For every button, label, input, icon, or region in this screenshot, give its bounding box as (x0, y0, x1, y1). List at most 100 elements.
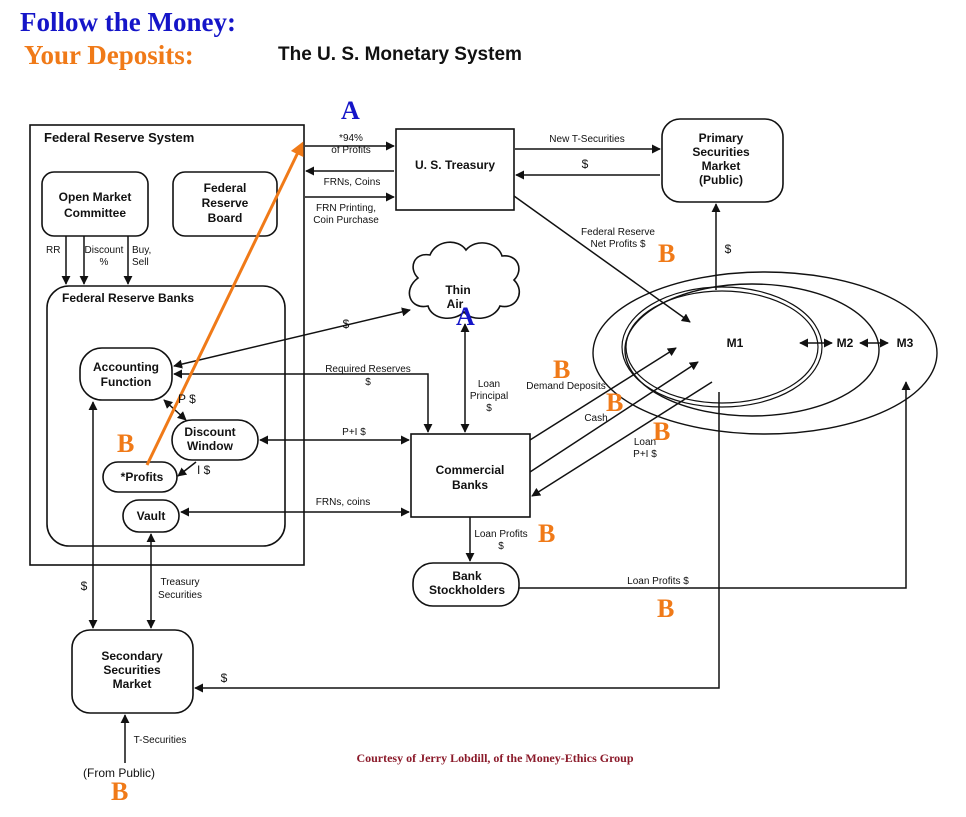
primary-market-label-4: (Public) (699, 173, 743, 187)
accounting-label-2: Function (101, 375, 152, 389)
m1-ellipse (621, 286, 823, 408)
treasury-securities-label-2: Securities (158, 590, 202, 601)
profits-highlight-arrow (145, 141, 304, 466)
primary-market-label-2: Securities (692, 145, 750, 159)
frns-coins-vault-label: FRNs, coins (316, 497, 370, 508)
m1-primary-dollar-label: $ (725, 242, 732, 256)
cash-arrow (529, 361, 699, 473)
required-reserves-arrow (173, 369, 433, 433)
fomc-label-1: Open Market (59, 190, 132, 204)
loan-principal-label-3: $ (486, 403, 492, 414)
profits-label: *Profits (121, 470, 164, 484)
vault-box (122, 499, 180, 533)
primary-market-label-3: Market (702, 159, 741, 173)
marker-b-profits: B (117, 429, 134, 458)
pct94-label-1: *94% (339, 133, 363, 144)
fed-board-label-3: Board (208, 211, 243, 225)
m1-label: M1 (727, 336, 744, 350)
p-i-label: P+I $ (342, 427, 366, 438)
accounting-label-1: Accounting (93, 360, 159, 374)
marker-b-demand-deposits: B (553, 355, 570, 384)
chart-title: The U. S. Monetary System (278, 44, 522, 65)
primary-market-label-1: Primary (699, 131, 744, 145)
bank-stockholders-label-1: Bank (452, 569, 482, 583)
secondary-market-label-3: Market (113, 677, 152, 691)
fed-board-label-2: Reserve (202, 196, 249, 210)
accounting-secondary-dollar: $ (81, 579, 88, 593)
profits-box (102, 461, 178, 493)
secondary-market-box (71, 629, 194, 714)
t-securities-label: T-Securities (134, 735, 187, 746)
new-tsec-label: New T-Securities (549, 134, 624, 145)
buy-sell-label-1: Buy, (132, 245, 151, 256)
pct94-label-2: of Profits (331, 145, 370, 156)
fed-system-label: Federal Reserve System (44, 130, 194, 145)
fed-banks-box (46, 285, 286, 547)
discount-window-label-1: Discount (184, 425, 235, 439)
credit-line: Courtesy of Jerry Lobdill, of the Money-… (356, 751, 633, 765)
fed-banks-label: Federal Reserve Banks (62, 291, 194, 305)
i-dollar-label: I $ (197, 463, 211, 477)
fed-net-profits-label-2: Net Profits $ (590, 239, 645, 250)
rr-label: RR (46, 245, 60, 256)
accounting-box (79, 347, 173, 401)
loan-profits-m3-arrow (519, 381, 911, 589)
marker-b-cash: B (606, 388, 623, 417)
primary-market-box (661, 118, 784, 203)
p-dollar-label: P $ (178, 392, 196, 406)
marker-b-stockholders: B (657, 594, 674, 623)
loan-principal-label-1: Loan (478, 379, 500, 390)
i-dollar-arrow (177, 461, 197, 477)
demand-deposits-label: Demand Deposits (526, 381, 605, 392)
required-reserves-dollar: $ (365, 377, 371, 388)
fed-net-profits-label-1: Federal Reserve (581, 227, 655, 238)
header-line2: Your Deposits: (24, 40, 194, 70)
header-line1: Follow the Money: (20, 7, 236, 37)
treasury-box (395, 128, 515, 211)
secondary-market-label-2: Securities (103, 663, 161, 677)
treasury-securities-label-1: Treasury (160, 577, 199, 588)
loan-profits-label: Loan Profits (474, 529, 527, 540)
frn-printing-label-2: Coin Purchase (313, 215, 379, 226)
marker-b-loan: B (653, 417, 670, 446)
m3-ellipse (592, 271, 938, 435)
m2-label: M2 (837, 336, 854, 350)
secondary-dollar-label: $ (221, 671, 228, 685)
loan-profits-m3-label: Loan Profits $ (627, 576, 689, 587)
secondary-market-label-1: Secondary (101, 649, 163, 663)
marker-a-thin-air: A (456, 302, 475, 331)
required-reserves-label: Required Reserves (325, 364, 411, 375)
loan-pi-arrow (531, 381, 713, 497)
commercial-banks-label-1: Commercial (436, 463, 505, 477)
primary-dollar-label: $ (582, 157, 589, 171)
m2-ellipse (624, 283, 880, 417)
loan-pi-label-2: P+I $ (633, 449, 657, 460)
thin-air-label-1: Thin (445, 283, 470, 297)
bank-stockholders-box (412, 562, 520, 607)
loan-principal-label-2: Principal (470, 391, 508, 402)
commercial-banks-label-2: Banks (452, 478, 488, 492)
buy-sell-label-2: Sell (132, 257, 149, 268)
fed-board-label-1: Federal (204, 181, 247, 195)
loan-pi-label-1: Loan (634, 437, 656, 448)
thin-air-dollar-label: $ (343, 317, 350, 331)
loan-profits-dollar: $ (498, 541, 504, 552)
frns-coins-label: FRNs, Coins (324, 177, 381, 188)
discount-label-1: Discount (85, 245, 124, 256)
marker-b-public: B (111, 777, 128, 806)
thin-air-label-2: Air (447, 297, 464, 311)
demand-deposits-arrow (529, 347, 677, 441)
m1-secondary-arrow (194, 392, 720, 693)
frn-printing-label-1: FRN Printing, (316, 203, 376, 214)
marker-a-treasury: A (341, 96, 360, 125)
marker-b-net-profits: B (658, 239, 675, 268)
vault-label: Vault (137, 509, 166, 523)
thin-air-cloud (408, 241, 520, 319)
m3-label: M3 (897, 336, 914, 350)
fed-net-profits-arrow (513, 195, 691, 323)
accounting-thin-air-arrow (173, 307, 411, 369)
treasury-label: U. S. Treasury (415, 158, 495, 172)
fed-board-box (172, 171, 278, 237)
from-public-label: (From Public) (83, 766, 155, 780)
